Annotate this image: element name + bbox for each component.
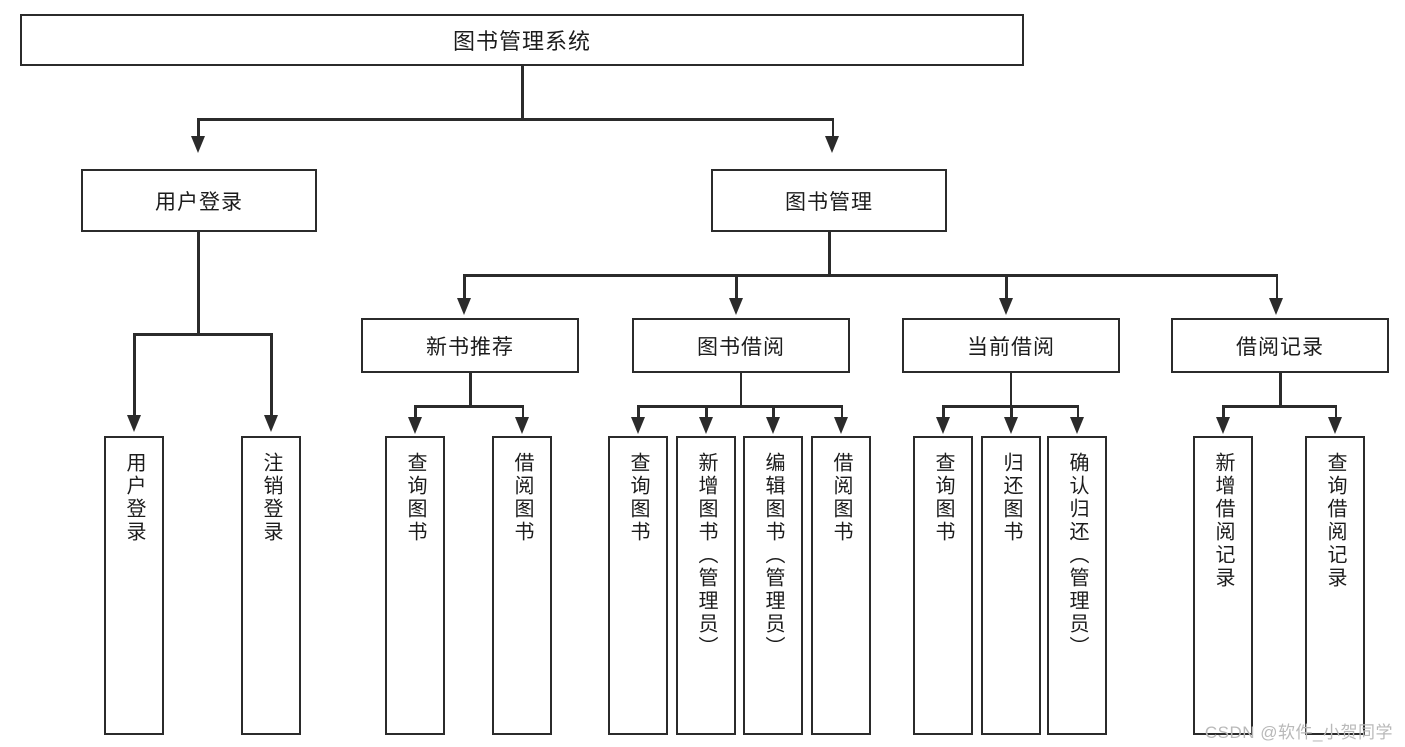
connector-bb-drop-4 [840, 405, 843, 419]
node-new-book-recommend[interactable]: 新书推荐 [361, 318, 579, 373]
leaf-label: 用户登录 [123, 452, 145, 544]
leaf-query-book-borrow[interactable]: 查询图书 [608, 436, 668, 735]
connector-cb-drop-1 [942, 405, 945, 419]
node-book-borrow[interactable]: 图书借阅 [632, 318, 850, 373]
arrowhead-leaf-query-book-cb [935, 417, 950, 434]
connector-user-login-drop-1 [133, 333, 136, 417]
arrowhead-new-book-recommend [456, 298, 471, 315]
arrowhead-book-management [825, 136, 839, 153]
node-book-management[interactable]: 图书管理 [711, 169, 947, 232]
connector-br-drop-1 [1222, 405, 1225, 419]
connector-bb-drop-1 [637, 405, 640, 419]
connector-bb-stem [739, 373, 742, 407]
connector-nbr-stem [469, 373, 472, 407]
leaf-add-book-admin[interactable]: 新增图书（管理员） [676, 436, 736, 735]
leaf-query-borrow-record[interactable]: 查询借阅记录 [1305, 436, 1365, 735]
node-borrow-record[interactable]: 借阅记录 [1171, 318, 1389, 373]
node-label: 图书管理系统 [452, 29, 591, 54]
csdn-watermark: CSDN @软件_小贺同学 [1204, 723, 1393, 742]
connector-bm-drop-4 [1275, 274, 1278, 300]
node-label: 图书借阅 [697, 335, 785, 359]
arrowhead-leaf-edit-book [765, 417, 780, 434]
connector-bm-drop-3 [1005, 274, 1008, 300]
leaf-label: 新增图书（管理员） [695, 452, 717, 659]
arrowhead-leaf-query-record [1328, 417, 1342, 434]
node-user-login[interactable]: 用户登录 [81, 169, 317, 232]
arrowhead-current-borrow [998, 298, 1013, 315]
connector-cb-stem [1009, 373, 1012, 407]
leaf-confirm-return-admin[interactable]: 确认归还（管理员） [1047, 436, 1107, 735]
leaf-label: 查询图书 [404, 452, 426, 544]
connector-bm-drop-2 [735, 274, 738, 300]
node-current-borrow[interactable]: 当前借阅 [902, 318, 1120, 373]
leaf-borrow-book-borrow[interactable]: 借阅图书 [811, 436, 871, 735]
arrowhead-leaf-add-record [1215, 417, 1230, 434]
connector-root-to-user-login [197, 118, 200, 138]
connector-book-management-bus [463, 274, 1278, 277]
leaf-label: 查询图书 [932, 452, 954, 544]
leaf-borrow-book-new[interactable]: 借阅图书 [492, 436, 552, 735]
connector-root-bus [197, 118, 834, 121]
connector-bb-drop-2 [705, 405, 708, 419]
arrowhead-borrow-record [1269, 298, 1283, 315]
node-root-book-management-system[interactable]: 图书管理系统 [20, 14, 1024, 66]
leaf-label: 确认归还（管理员） [1066, 452, 1088, 659]
connector-bm-drop-1 [463, 274, 466, 300]
leaf-return-book[interactable]: 归还图书 [981, 436, 1041, 735]
leaf-logout[interactable]: 注销登录 [241, 436, 301, 735]
leaf-edit-book-admin[interactable]: 编辑图书（管理员） [743, 436, 803, 735]
connector-user-login-stem [197, 232, 200, 335]
leaf-label: 归还图书 [1000, 452, 1022, 544]
arrowhead-leaf-borrow-book-nbr [515, 417, 529, 434]
connector-br-stem [1279, 373, 1282, 407]
arrowhead-leaf-add-book [698, 417, 713, 434]
leaf-label: 编辑图书（管理员） [762, 452, 784, 659]
node-label: 用户登录 [155, 190, 243, 214]
connector-nbr-drop-2 [521, 405, 524, 419]
leaf-label: 借阅图书 [830, 452, 852, 544]
arrowhead-leaf-borrow-book-bb [834, 417, 848, 434]
node-label: 当前借阅 [967, 335, 1055, 359]
connector-bb-bus [637, 405, 843, 408]
leaf-label: 查询图书 [627, 452, 649, 544]
leaf-label: 查询借阅记录 [1324, 452, 1346, 590]
connector-cb-drop-3 [1076, 405, 1079, 419]
arrowhead-leaf-query-book-bb [630, 417, 645, 434]
arrowhead-leaf-logout [263, 415, 278, 432]
node-label: 新书推荐 [426, 335, 514, 359]
connector-root-stem [521, 66, 524, 118]
arrowhead-leaf-query-book-nbr [407, 417, 422, 434]
leaf-label: 注销登录 [260, 452, 282, 544]
leaf-query-book-current[interactable]: 查询图书 [913, 436, 973, 735]
connector-cb-drop-2 [1010, 405, 1013, 419]
connector-book-management-stem [828, 232, 831, 276]
node-label: 借阅记录 [1236, 335, 1324, 359]
arrowhead-user-login [190, 136, 205, 153]
arrowhead-leaf-user-login [126, 415, 141, 432]
connector-nbr-bus [414, 405, 524, 408]
leaf-add-borrow-record[interactable]: 新增借阅记录 [1193, 436, 1253, 735]
connector-br-bus [1222, 405, 1337, 408]
connector-user-login-bus [133, 333, 272, 336]
arrowhead-leaf-return-book [1003, 417, 1018, 434]
leaf-query-book-new[interactable]: 查询图书 [385, 436, 445, 735]
connector-br-drop-2 [1334, 405, 1337, 419]
leaf-label: 借阅图书 [511, 452, 533, 544]
arrowhead-book-borrow [728, 298, 743, 315]
connector-nbr-drop-1 [414, 405, 417, 419]
arrowhead-leaf-confirm-return [1070, 417, 1084, 434]
leaf-user-login[interactable]: 用户登录 [104, 436, 164, 735]
connector-root-to-book-management [831, 118, 834, 138]
leaf-label: 新增借阅记录 [1212, 452, 1234, 590]
connector-bb-drop-3 [772, 405, 775, 419]
node-label: 图书管理 [785, 190, 873, 214]
connector-user-login-drop-2 [270, 333, 273, 417]
